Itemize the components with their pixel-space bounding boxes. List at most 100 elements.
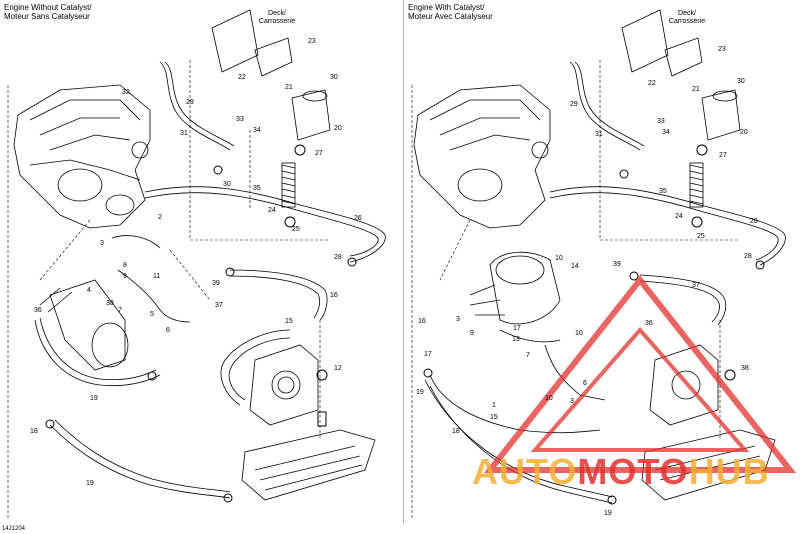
left-callout: 6 [166, 327, 170, 334]
ride-plate [241, 429, 376, 501]
right-callout: 38 [741, 365, 749, 372]
right-callout: 27 [719, 152, 727, 159]
panel-engine-with-catalyst: Engine With Catalyst/ Moteur Avec Cataly… [404, 0, 799, 524]
water-pump-housing-right [649, 344, 719, 426]
left-callout: 19 [86, 480, 94, 487]
left-callout: 12 [334, 365, 342, 372]
left-callout: 30 [330, 74, 338, 81]
muffler [39, 279, 129, 371]
deck-label-right: Deck/ Carrosserie [668, 10, 706, 25]
left-callout: 23 [308, 38, 316, 45]
left-callout: 9 [123, 273, 127, 280]
left-callout: 15 [285, 318, 293, 325]
left-callout: 38 [106, 300, 114, 307]
right-callout: 15 [490, 414, 498, 421]
hose-36 [220, 329, 291, 406]
panel-title: Engine Without Catalyst/ Moteur Sans Cat… [4, 3, 92, 21]
right-callout: 29 [570, 101, 578, 108]
left-callout: 27 [315, 150, 323, 157]
left-callout: 21 [285, 84, 293, 91]
right-callout: 22 [648, 80, 656, 87]
right-callout: 9 [470, 330, 474, 337]
left-callout: 8 [123, 262, 127, 269]
water-pump-housing [249, 344, 319, 426]
coolant-reservoir [291, 89, 331, 141]
right-callout: 39 [613, 261, 621, 268]
catalyst-unit [469, 251, 561, 325]
watermark-triangle [483, 275, 797, 473]
left-callout: 3 [100, 240, 104, 247]
left-callout: 31 [180, 130, 188, 137]
right-callout: 10 [545, 395, 553, 402]
right-callout: 20 [740, 129, 748, 136]
right-callout: 19 [604, 510, 612, 517]
right-callout: 34 [662, 129, 670, 136]
left-callout: 26 [354, 215, 362, 222]
right-callout: 26 [750, 218, 758, 225]
right-callout: 10 [575, 330, 583, 337]
hose-29 [159, 61, 231, 151]
right-callout: 3 [570, 398, 574, 405]
right-callout: 28 [744, 253, 752, 260]
left-callout: 35 [253, 185, 261, 192]
left-callout: 29 [186, 99, 194, 106]
right-callout: 31 [595, 131, 603, 138]
right-callout: 1 [492, 402, 496, 409]
left-callout: 34 [253, 127, 261, 134]
left-callout: 37 [215, 302, 223, 309]
right-callout: 19 [416, 389, 424, 396]
deck-bracket [211, 9, 293, 77]
right-callout: 18 [452, 428, 460, 435]
right-callout: 24 [675, 213, 683, 220]
right-callout: 13 [512, 336, 520, 343]
left-callout: 28 [334, 254, 342, 261]
hose-37 [229, 269, 328, 321]
right-callout: 14 [571, 263, 579, 270]
panel-title: Engine With Catalyst/ Moteur Avec Cataly… [408, 3, 493, 21]
left-callout: 32 [122, 89, 130, 96]
right-callout: 6 [583, 380, 587, 387]
left-callout: 33 [236, 116, 244, 123]
spring-24 [281, 162, 296, 208]
left-callout: 36 [34, 307, 42, 314]
left-callout: 39 [212, 280, 220, 287]
left-callout: 2 [158, 214, 162, 221]
left-callout: 11 [153, 273, 161, 280]
hose-12 [34, 319, 161, 387]
left-callout: 24 [268, 207, 276, 214]
engine-block [13, 84, 151, 229]
right-callout: 10 [555, 255, 563, 262]
right-callout: 30 [737, 78, 745, 85]
watermark-text: AUTOMOTOHUB [472, 452, 770, 492]
diagram-code: 14J1204 [2, 526, 26, 532]
left-callout: 22 [238, 74, 246, 81]
left-callout: 16 [330, 292, 338, 299]
left-callout: 4 [87, 287, 91, 294]
left-callout: 18 [30, 428, 38, 435]
right-callout: 17 [424, 351, 432, 358]
left-callout: 25 [292, 226, 300, 233]
left-callout: 19 [90, 395, 98, 402]
coolant-reservoir-right [701, 89, 741, 141]
right-callout: 36 [645, 320, 653, 327]
watermark-part3: HUB [688, 451, 770, 492]
right-callout: 23 [718, 46, 726, 53]
watermark-part2: MOTO [577, 451, 689, 492]
right-callout: 16 [418, 318, 426, 325]
left-callout: 5 [150, 311, 154, 318]
hose-26 [144, 186, 386, 263]
right-callout: 3 [456, 316, 460, 323]
right-callout: 21 [692, 86, 700, 93]
right-callout: 33 [657, 118, 665, 125]
right-callout: 37 [692, 282, 700, 289]
left-callout: 30 [223, 181, 231, 188]
left-callout: 20 [334, 125, 342, 132]
right-callout: 7 [526, 352, 530, 359]
right-callout: 25 [697, 233, 705, 240]
deck-label: Deck/ Carrosserie [258, 10, 296, 25]
hose-18 [49, 424, 231, 499]
right-callout: 35 [659, 188, 667, 195]
left-callout: 7 [118, 307, 122, 314]
panel-engine-without-catalyst: Engine Without Catalyst/ Moteur Sans Cat… [0, 0, 404, 524]
